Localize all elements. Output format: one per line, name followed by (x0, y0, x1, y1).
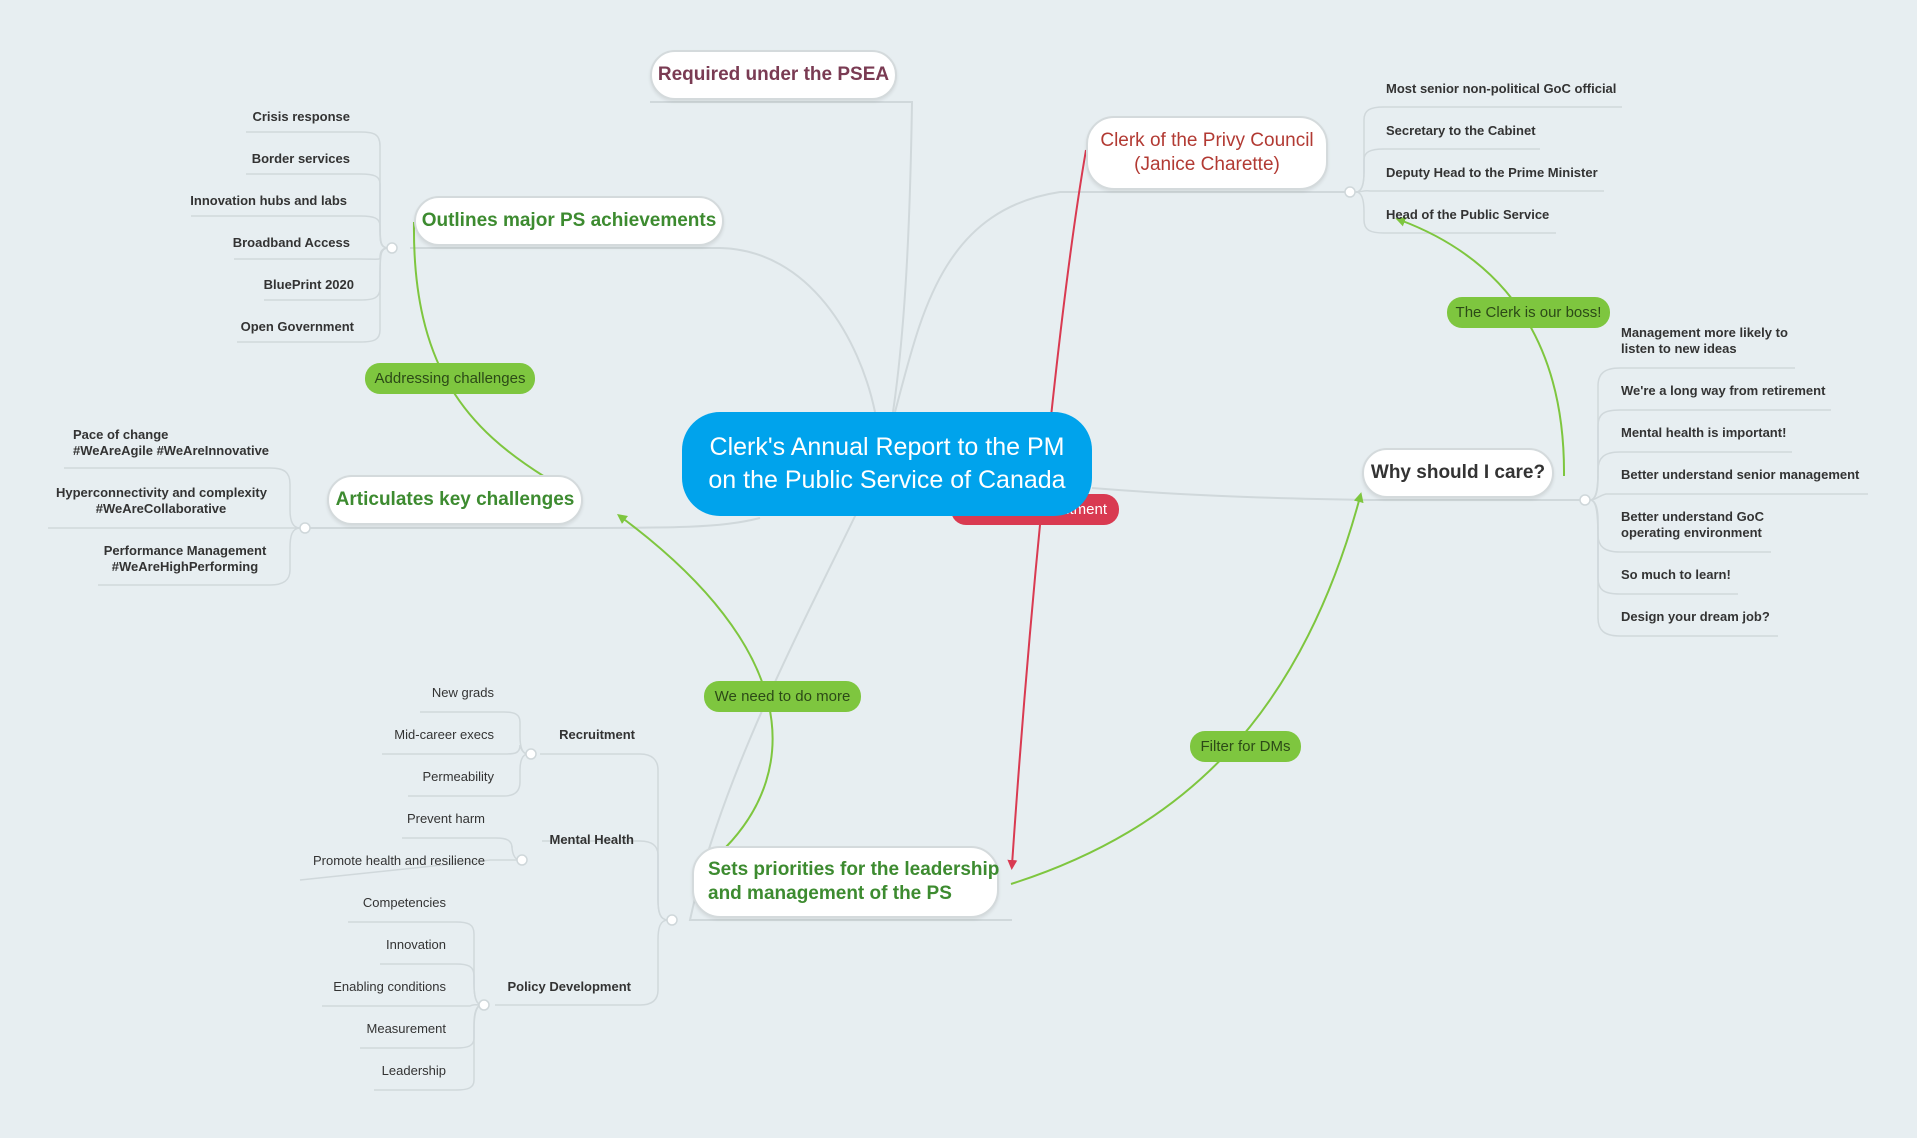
leaf-recruitment-item[interactable]: Permeability (422, 769, 494, 784)
leaf-policy-item[interactable]: Competencies (362, 895, 446, 910)
relation-addressing (412, 221, 546, 478)
relation-label-filter[interactable]: Filter for DMs (1190, 731, 1301, 762)
group-policy-development[interactable]: Policy Development (507, 979, 631, 994)
relation-label-addressing[interactable]: Addressing challenges (365, 363, 535, 394)
leaf-reason[interactable]: Better understand GoC operating environm… (1621, 509, 1764, 541)
topic-why-care-label: Why should I care? (1370, 462, 1546, 483)
group-recruitment[interactable]: Recruitment (559, 727, 635, 742)
leaf-achievement[interactable]: Open Government (240, 319, 354, 334)
leaf-achievement[interactable]: Innovation hubs and labs (190, 193, 347, 208)
leaf-reason-line1: Management more likely to (1621, 325, 1788, 340)
leaf-challenge[interactable]: Pace of change #WeAreAgile #WeAreInnovat… (73, 427, 269, 459)
leaf-challenge[interactable]: Performance Management #WeAreHighPerform… (100, 543, 270, 575)
relation-boss (1395, 217, 1566, 477)
leaf-mental-health-item[interactable]: Promote health and resilience (313, 853, 485, 868)
central-topic-line1: Clerk's Annual Report to the PM (709, 433, 1065, 461)
topic-challenges-label: Articulates key challenges (335, 489, 575, 510)
filter-text: Filter for DMs (1200, 738, 1291, 755)
leaf-challenge-line2: #WeAreAgile #WeAreInnovative (73, 443, 270, 458)
topic-clerk-line2: (Janice Charette) (1134, 154, 1280, 175)
topic-achievements-label: Outlines major PS achievements (421, 210, 717, 231)
leaf-challenge-line1: Hyperconnectivity and complexity (56, 485, 267, 500)
branch-achievements (410, 247, 876, 413)
leaf-reason[interactable]: Better understand senior management (1621, 467, 1860, 482)
topic-challenges[interactable]: Articulates key challenges (327, 475, 583, 525)
branch-challenges (310, 517, 761, 529)
leaf-reason[interactable]: Design your dream job? (1621, 609, 1770, 624)
topic-priorities[interactable]: Sets priorities for the leadership and m… (692, 846, 999, 918)
leaf-policy-item[interactable]: Enabling conditions (333, 979, 446, 994)
topic-priorities-line1: Sets priorities for the leadership (708, 859, 1000, 880)
leaf-reason[interactable]: So much to learn! (1621, 567, 1731, 582)
leaf-achievement[interactable]: Border services (251, 151, 350, 166)
relation-filter (1010, 492, 1364, 885)
topic-why-care[interactable]: Why should I care? (1362, 448, 1554, 498)
more-text: We need to do more (714, 688, 851, 705)
topic-psea-label: Required under the PSEA (657, 64, 890, 85)
leaf-clerk-role[interactable]: Head of the Public Service (1386, 207, 1550, 222)
relation-label-more[interactable]: We need to do more (704, 681, 861, 712)
topic-psea[interactable]: Required under the PSEA (650, 50, 897, 100)
relation-label-boss[interactable]: The Clerk is our boss! (1447, 297, 1610, 328)
leaf-recruitment-item[interactable]: Mid-career execs (394, 727, 494, 742)
topic-priorities-line2: and management of the PS (708, 883, 952, 904)
leaf-achievement[interactable]: BluePrint 2020 (263, 277, 354, 292)
leaf-challenge[interactable]: Hyperconnectivity and complexity #WeAreC… (56, 485, 267, 517)
leaf-recruitment-item[interactable]: New grads (431, 685, 494, 700)
leaf-policy-item[interactable]: Leadership (381, 1063, 446, 1078)
boss-text: The Clerk is our boss! (1455, 304, 1602, 321)
leaf-policy-item[interactable]: Innovation (386, 937, 446, 952)
topic-clerk[interactable]: Clerk of the Privy Council (Janice Chare… (1086, 116, 1328, 190)
leaf-reason[interactable]: We're a long way from retirement (1621, 383, 1826, 398)
leaf-reason-line2: listen to new ideas (1621, 341, 1737, 356)
branch-care (1091, 487, 1582, 501)
group-mental-health[interactable]: Mental Health (549, 832, 634, 847)
leaf-challenge-line1: Performance Management (103, 543, 267, 558)
leaf-challenge-line2: #WeAreHighPerforming (111, 559, 259, 574)
leaf-mental-health-item[interactable]: Prevent harm (406, 811, 485, 826)
leaf-clerk-role[interactable]: Most senior non-political GoC official (1386, 81, 1617, 96)
leaf-reason[interactable]: Management more likely to listen to new … (1621, 325, 1788, 357)
leaf-reason-line2: operating environment (1621, 525, 1762, 540)
leaf-achievement[interactable]: Broadband Access (232, 235, 350, 250)
leaf-challenge-line1: Pace of change (73, 427, 169, 442)
leaf-reason[interactable]: Mental health is important! (1621, 425, 1787, 440)
leaf-challenge-line2: #WeAreCollaborative (95, 501, 227, 516)
topic-clerk-line1: Clerk of the Privy Council (1100, 130, 1314, 151)
branch-psea (650, 101, 914, 413)
addressing-text: Addressing challenges (374, 370, 526, 387)
leaf-achievement[interactable]: Crisis response (252, 109, 350, 124)
leaf-clerk-role[interactable]: Deputy Head to the Prime Minister (1386, 165, 1598, 180)
leaf-clerk-role[interactable]: Secretary to the Cabinet (1386, 123, 1536, 138)
central-topic[interactable]: Clerk's Annual Report to the PM on the P… (682, 412, 1092, 516)
central-topic-line2: on the Public Service of Canada (708, 466, 1066, 494)
topic-achievements[interactable]: Outlines major PS achievements (414, 196, 724, 246)
leaf-reason-line1: Better understand GoC (1621, 509, 1765, 524)
branch-clerk (894, 191, 1345, 413)
leaf-policy-item[interactable]: Measurement (366, 1021, 446, 1036)
